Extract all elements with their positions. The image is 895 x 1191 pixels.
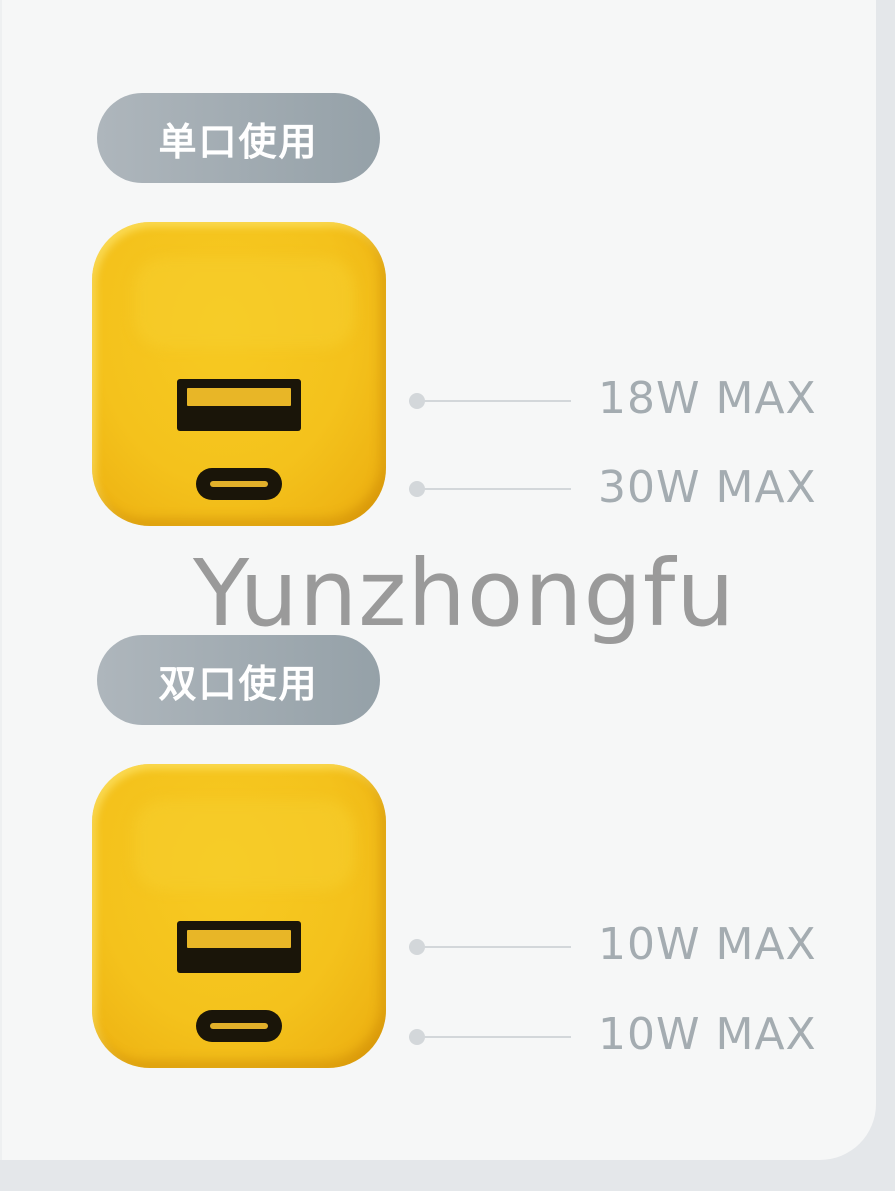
usb-c-leader-line [409,1029,571,1045]
usb-a-spec-dual: 10W MAX [598,919,817,970]
usb-a-leader-line [409,393,571,409]
usb-a-spec-single: 18W MAX [598,373,817,424]
usb-a-port-icon [177,379,301,431]
usb-a-leader-line [409,939,571,955]
charger-image-single [92,222,386,526]
watermark-text: Yunzhongfu [193,540,736,647]
usb-a-port-icon [177,921,301,973]
usb-c-spec-dual: 10W MAX [598,1009,817,1060]
dual-port-label: 双口使用 [97,635,380,725]
single-port-label: 单口使用 [97,93,380,183]
usb-c-port-icon [196,468,282,500]
usb-c-leader-line [409,481,571,497]
charger-image-dual [92,764,386,1068]
usb-c-spec-single: 30W MAX [598,462,817,513]
content-card: 单口使用 18W MAX 30W MAX 双口使用 10W MAX 10W MA… [0,0,876,1160]
usb-c-port-icon [196,1010,282,1042]
